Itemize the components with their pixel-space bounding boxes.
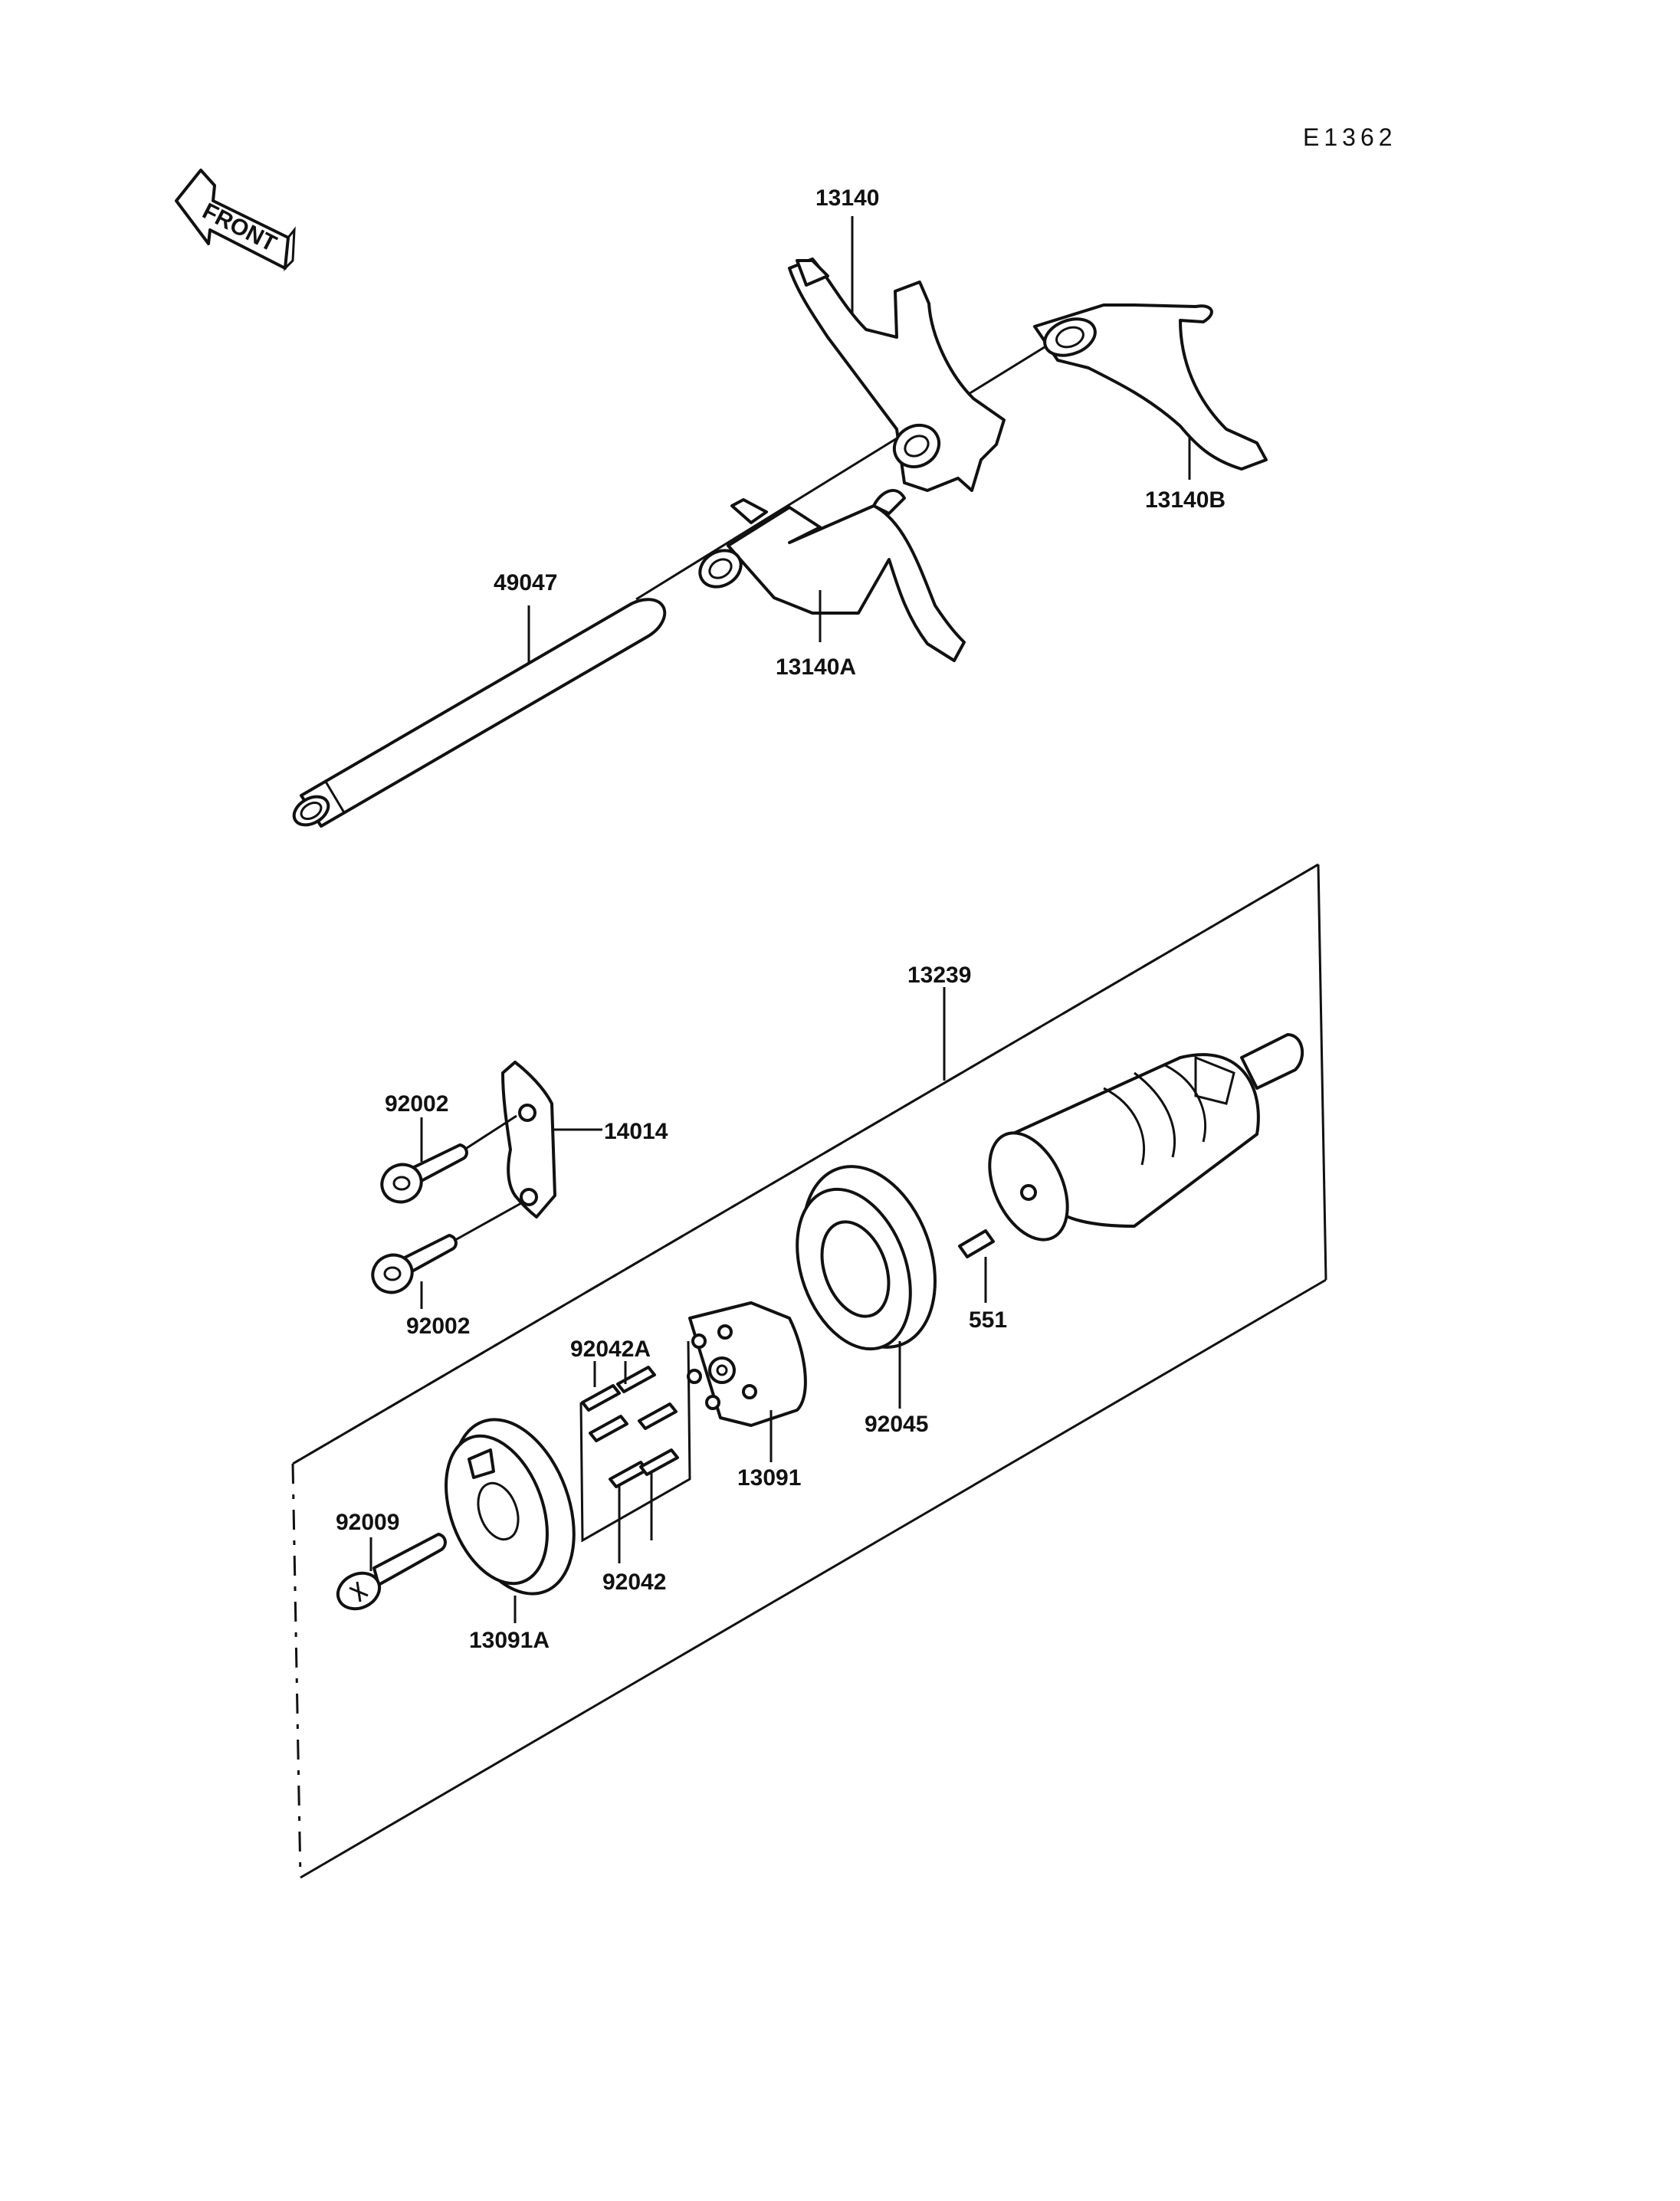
label-92002-lower: 92002 [406, 1314, 470, 1339]
label-13091a: 13091A [469, 1628, 550, 1653]
label-92042: 92042 [602, 1570, 666, 1595]
bearing-92045 [796, 1165, 937, 1409]
label-92002-upper: 92002 [385, 1091, 448, 1117]
label-92009: 92009 [336, 1510, 399, 1535]
bolt-92002-lower [371, 1202, 522, 1309]
label-49047: 49047 [494, 570, 557, 595]
shift-fork-13140 [788, 257, 1006, 492]
screw-92009 [336, 1533, 447, 1611]
pin-551 [958, 1229, 995, 1303]
label-13091: 13091 [737, 1465, 801, 1491]
label-92042a: 92042A [570, 1337, 651, 1362]
drawing-code: E1362 [1303, 123, 1397, 151]
label-92045: 92045 [865, 1412, 928, 1437]
shift-rod [292, 598, 667, 828]
label-13140: 13140 [815, 185, 879, 211]
label-551: 551 [969, 1307, 1007, 1333]
label-14014: 14014 [604, 1119, 668, 1144]
label-13140b: 13140B [1145, 487, 1226, 513]
pin-plate-13091 [687, 1301, 807, 1462]
pins-92042 [579, 1340, 691, 1563]
label-13140a: 13140A [776, 654, 856, 680]
shift-drum [988, 1033, 1304, 1242]
plate-14014 [501, 1061, 602, 1219]
shift-fork-13140a [698, 489, 966, 662]
shift-fork-13140b [1033, 303, 1268, 471]
cam-13091a [445, 1418, 576, 1623]
drum-assembly-panel [291, 863, 1327, 1879]
bolt-92002-upper [380, 1114, 517, 1204]
front-arrow-icon: FRONT [175, 169, 296, 272]
label-13239: 13239 [907, 963, 971, 988]
